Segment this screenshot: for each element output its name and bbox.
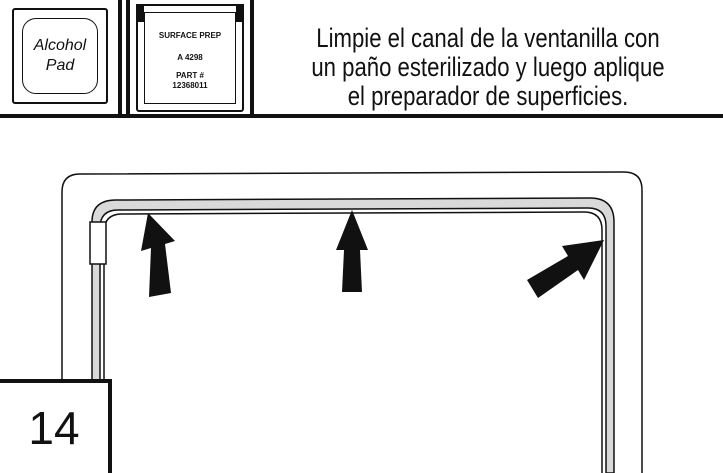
packet-notch-left: [136, 4, 144, 22]
step-number: 14: [28, 402, 80, 454]
arrow-upper-center: [336, 210, 368, 292]
header-panel: [0, 0, 723, 118]
door-frame-outline: [61, 171, 643, 473]
window-channel: [91, 197, 615, 473]
weatherstrip-end-cap: [89, 221, 107, 265]
step-number-box: 14: [0, 379, 112, 473]
surface-prep-part-label: PART #: [176, 71, 204, 80]
instruction-line1: Limpie el canal de la ventanilla con: [316, 23, 660, 53]
arrow-upper-left: [141, 213, 175, 297]
instruction-line2: un paño esterilizado y luego aplique: [311, 52, 665, 82]
surface-prep-title: SURFACE PREP: [158, 31, 222, 40]
alcohol-pad-label: Alcohol Pad: [22, 18, 98, 94]
packet-notch-right: [236, 4, 244, 22]
surface-prep-packet: SURFACE PREP A 4298 PART # 12368011: [136, 4, 244, 112]
surface-prep-code: A 4298: [177, 53, 203, 62]
surface-prep-inner: SURFACE PREP A 4298 PART # 12368011: [144, 12, 236, 104]
surface-prep-part-number: 12368011: [172, 81, 208, 90]
arrow-upper-right: [527, 240, 604, 298]
alcohol-pad-line1: Alcohol: [33, 37, 87, 54]
alcohol-pad-packet: Alcohol Pad: [12, 8, 108, 104]
instruction-text: Limpie el canal de la ventanilla con un …: [299, 24, 676, 111]
alcohol-pad-panel: Alcohol Pad: [0, 0, 122, 118]
surface-prep-panel: SURFACE PREP A 4298 PART # 12368011: [126, 0, 254, 118]
alcohol-pad-line2: Pad: [45, 57, 75, 74]
instruction-line3: el preparador de superficies.: [347, 81, 629, 111]
